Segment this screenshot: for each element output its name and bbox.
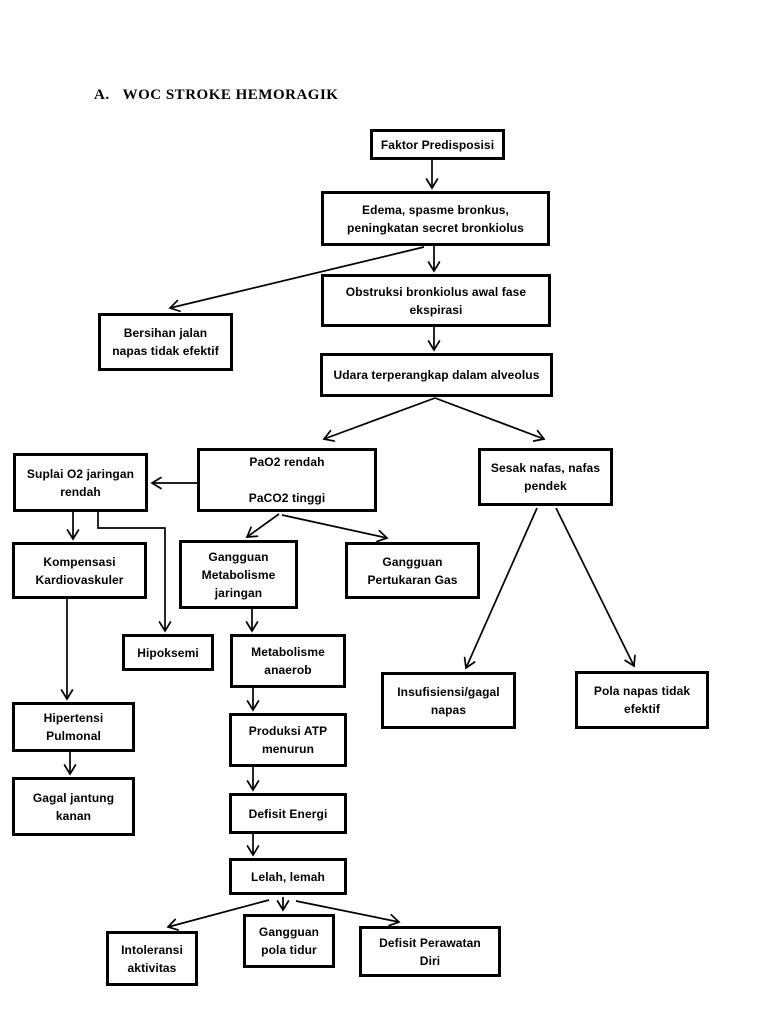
- node-label: Kompensasi Kardiovaskuler: [35, 554, 124, 587]
- node-label: Lelah, lemah: [251, 869, 325, 884]
- flowchart-node-defisit-energi: Defisit Energi: [229, 793, 347, 834]
- flowchart-node-metabolisme-anaerob: Metabolisme anaerob: [230, 634, 346, 688]
- title-prefix: A.: [94, 87, 110, 103]
- node-label: Suplai O2 jaringan rendah: [26, 466, 135, 499]
- node-label: Edema, spasme bronkus, peningkatan secre…: [347, 202, 524, 235]
- node-label: Produksi ATP menurun: [248, 724, 328, 756]
- node-label: Faktor Predisposisi: [380, 137, 495, 152]
- flowchart-node-gangguan-pertukaran-gas: Gangguan Pertukaran Gas: [345, 542, 480, 599]
- node-label: Defisit Energi: [248, 806, 328, 821]
- node-label: Udara terperangkap dalam alveolus: [333, 368, 540, 382]
- flowchart-node-pola-napas-tidak-efektif: Pola napas tidak efektif: [575, 671, 709, 729]
- node-label: Gangguan Pertukaran Gas: [367, 554, 458, 587]
- edge-sesak-nafas-pendek--pola-napas-tidak-efektif: [555, 507, 636, 668]
- node-label: Insufisiensi/gagal napas: [397, 684, 500, 717]
- node-label: Defisit Perawatan Diri: [379, 935, 481, 968]
- flowchart-node-defisit-perawatan-diri: Defisit Perawatan Diri: [359, 926, 501, 977]
- node-label: Hipoksemi: [137, 645, 199, 660]
- flowchart-node-edema-spasme-bronkus: Edema, spasme bronkus, peningkatan secre…: [321, 191, 550, 246]
- title-text: WOC STROKE HEMORAGIK: [122, 87, 339, 103]
- node-label: Pola napas tidak efektif: [593, 684, 691, 716]
- flowchart-node-hipertensi-pulmonal: Hipertensi Pulmonal: [12, 702, 135, 752]
- flowchart-node-sesak-nafas-pendek: Sesak nafas, nafas pendek: [478, 448, 613, 506]
- edge-pao2-rendah-paco2-tinggi--gangguan-pertukaran-gas: [281, 514, 389, 543]
- node-label: Sesak nafas, nafas pendek: [490, 461, 601, 493]
- flowchart-node-udara-terperangkap: Udara terperangkap dalam alveolus: [320, 353, 553, 397]
- node-label: Hipertensi Pulmonal: [43, 711, 104, 743]
- flowchart-node-hipoksemi: Hipoksemi: [122, 634, 214, 671]
- node-label: Gangguan Metabolisme jaringan: [201, 549, 276, 600]
- page-title: A. WOC STROKE HEMORAGIK: [94, 87, 338, 104]
- node-label: Bersihan jalan napas tidak efektif: [112, 326, 219, 358]
- flowchart-node-pao2-rendah-paco2-tinggi: PaO2 rendah PaCO2 tinggi: [197, 448, 377, 512]
- edge-pao2-rendah-paco2-tinggi--gangguan-metabolisme-jaringan: [245, 513, 280, 538]
- node-label: Obstruksi bronkiolus awal fase ekspirasi: [345, 284, 527, 317]
- node-label: Gangguan pola tidur: [258, 925, 320, 957]
- flowchart-node-suplai-o2-jaringan: Suplai O2 jaringan rendah: [13, 453, 148, 512]
- node-label: Metabolisme anaerob: [251, 645, 325, 677]
- edge-suplai-o2-jaringan--hipoksemi: [97, 512, 172, 633]
- flowchart-node-obstruksi-bronkiolus: Obstruksi bronkiolus awal fase ekspirasi: [321, 274, 551, 327]
- flowchart-node-produksi-atp-menurun: Produksi ATP menurun: [229, 713, 347, 767]
- node-label: Gagal jantung kanan: [32, 790, 115, 823]
- node-label: PaO2 rendah PaCO2 tinggi: [248, 455, 326, 505]
- node-label: Intoleransi aktivitas: [121, 942, 183, 975]
- flowchart-node-gagal-jantung-kanan: Gagal jantung kanan: [12, 777, 135, 836]
- edge-edema-spasme-bronkus--bersihan-jalan-napas: [168, 246, 425, 313]
- flowchart-node-lelah-lemah: Lelah, lemah: [229, 858, 347, 895]
- flowchart-node-faktor-predisposisi: Faktor Predisposisi: [370, 129, 505, 160]
- edge-udara-terperangkap--sesak-nafas-pendek: [434, 397, 546, 442]
- edge-udara-terperangkap--pao2-rendah-paco2-tinggi: [322, 397, 436, 442]
- edge-lelah-lemah--defisit-perawatan-diri: [295, 900, 401, 927]
- edge-sesak-nafas-pendek--insufisiensi-gagal-napas: [463, 507, 538, 670]
- flowchart-node-kompensasi-kardiovaskuler: Kompensasi Kardiovaskuler: [12, 542, 147, 599]
- edge-lelah-lemah--intoleransi-aktivitas: [166, 899, 270, 931]
- flowchart-node-bersihan-jalan-napas: Bersihan jalan napas tidak efektif: [98, 313, 233, 371]
- flowchart-node-insufisiensi-gagal-napas: Insufisiensi/gagal napas: [381, 672, 516, 729]
- flowchart-node-gangguan-pola-tidur: Gangguan pola tidur: [243, 914, 335, 968]
- flowchart-node-intoleransi-aktivitas: Intoleransi aktivitas: [106, 931, 198, 986]
- flowchart-node-gangguan-metabolisme-jaringan: Gangguan Metabolisme jaringan: [179, 540, 298, 609]
